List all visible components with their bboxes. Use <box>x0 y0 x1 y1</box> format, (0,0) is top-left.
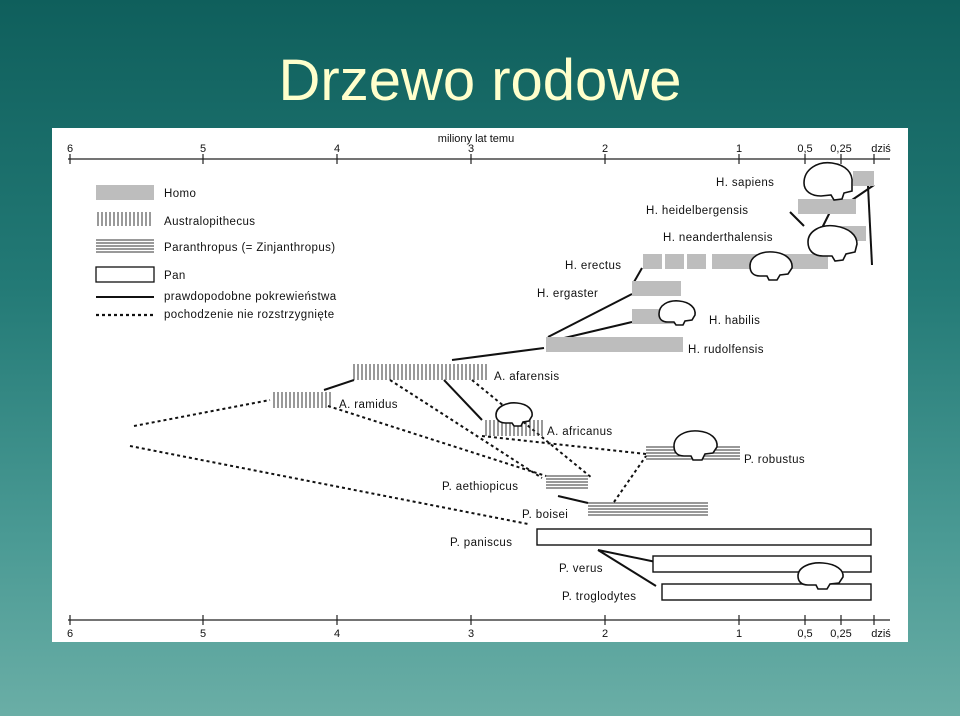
tick-0-5: 0,5 <box>797 143 812 155</box>
label-heidelbergensis: H. heidelbergensis <box>646 205 748 217</box>
tick-6: 6 <box>67 143 73 155</box>
tick-5: 5 <box>200 143 206 155</box>
label-ergaster: H. ergaster <box>537 288 598 300</box>
bottom-axis-labels: 6 5 4 3 2 1 0,5 0,25 dziś <box>67 628 891 640</box>
btick-today: dziś <box>871 628 891 640</box>
legend-label-paranthropus: Paranthropus (= Zinjanthropus) <box>164 242 336 254</box>
bar-africanus <box>485 420 543 436</box>
tick-2: 2 <box>602 143 608 155</box>
tick-today: dziś <box>871 143 891 155</box>
bar-troglodytes <box>661 583 872 601</box>
bar-sapiens <box>853 171 874 186</box>
label-rudolfensis: H. rudolfensis <box>688 344 764 356</box>
legend: Homo Australopithecus Paranthropus (= Zi… <box>95 185 337 321</box>
paranthropus-bars <box>546 446 740 516</box>
label-paniscus: P. paniscus <box>450 537 512 549</box>
legend-swatch-homo <box>96 185 154 200</box>
bar-afarensis <box>353 364 487 380</box>
top-axis-ticks <box>69 154 875 164</box>
legend-swatch-paranthropus <box>96 239 154 253</box>
tick-4: 4 <box>334 143 340 155</box>
skull-habilis-icon <box>658 300 696 326</box>
label-robustus: P. robustus <box>744 454 805 466</box>
btick-6: 6 <box>67 628 73 640</box>
skull-erectus-icon <box>749 251 793 281</box>
legend-label-dotted: pochodzenie nie rozstrzygnięte <box>164 309 335 321</box>
bar-heidelbergensis <box>798 199 856 214</box>
bar-boisei <box>588 502 708 516</box>
tick-1: 1 <box>736 143 742 155</box>
legend-label-australopithecus: Australopithecus <box>164 216 255 228</box>
skull-icons <box>495 161 858 590</box>
family-tree-diagram: miliony lat temu 6 5 4 3 2 1 0,5 0,25 dz… <box>67 133 891 640</box>
solid-relationships <box>323 184 875 587</box>
legend-label-homo: Homo <box>164 188 196 200</box>
label-africanus: A. africanus <box>547 426 613 438</box>
label-ramidus: A. ramidus <box>339 399 398 411</box>
skull-neanderthal-icon <box>807 224 858 262</box>
australopithecus-bars <box>273 364 543 436</box>
label-verus: P. verus <box>559 563 603 575</box>
label-sapiens: H. sapiens <box>716 177 774 189</box>
top-axis-labels: 6 5 4 3 2 1 0,5 0,25 dziś <box>67 143 891 155</box>
label-erectus: H. erectus <box>565 260 621 272</box>
btick-0-25: 0,25 <box>830 628 851 640</box>
label-boisei: P. boisei <box>522 509 568 521</box>
slide-title: Drzewo rodowe <box>278 48 682 113</box>
skull-robustus-icon <box>673 430 718 461</box>
tick-3: 3 <box>468 143 474 155</box>
legend-swatch-australopithecus <box>97 212 151 226</box>
btick-4: 4 <box>334 628 340 640</box>
label-troglodytes: P. troglodytes <box>562 591 636 603</box>
label-aethiopicus: P. aethiopicus <box>442 481 518 493</box>
label-neanderthalensis: H. neanderthalensis <box>663 232 773 244</box>
label-afarensis: A. afarensis <box>494 371 560 383</box>
label-habilis: H. habilis <box>709 315 760 327</box>
btick-1: 1 <box>736 628 742 640</box>
bar-erectus <box>643 254 828 269</box>
btick-3: 3 <box>468 628 474 640</box>
btick-0-5: 0,5 <box>797 628 812 640</box>
skull-pan-icon <box>797 562 844 590</box>
tick-0-25: 0,25 <box>830 143 851 155</box>
bar-ergaster <box>632 281 681 296</box>
legend-swatch-pan <box>95 266 155 283</box>
bar-paniscus <box>536 528 872 546</box>
skull-africanus-icon <box>495 402 533 427</box>
pan-bars <box>536 528 872 601</box>
btick-5: 5 <box>200 628 206 640</box>
bar-rudolfensis <box>546 337 683 352</box>
btick-2: 2 <box>602 628 608 640</box>
axis-title: miliony lat temu <box>438 133 514 145</box>
bar-ramidus <box>273 392 331 408</box>
uncertain-relationships <box>129 379 647 525</box>
bar-aethiopicus <box>546 475 588 489</box>
phylogeny-panel: miliony lat temu 6 5 4 3 2 1 0,5 0,25 dz… <box>52 128 908 642</box>
legend-label-solid: prawdopodobne pokrewieństwa <box>164 291 337 303</box>
skull-sapiens-icon <box>803 161 853 201</box>
species-labels: H. sapiens H. heidelbergensis H. neander… <box>339 177 805 603</box>
bottom-axis-ticks <box>69 615 875 625</box>
legend-label-pan: Pan <box>164 270 186 282</box>
